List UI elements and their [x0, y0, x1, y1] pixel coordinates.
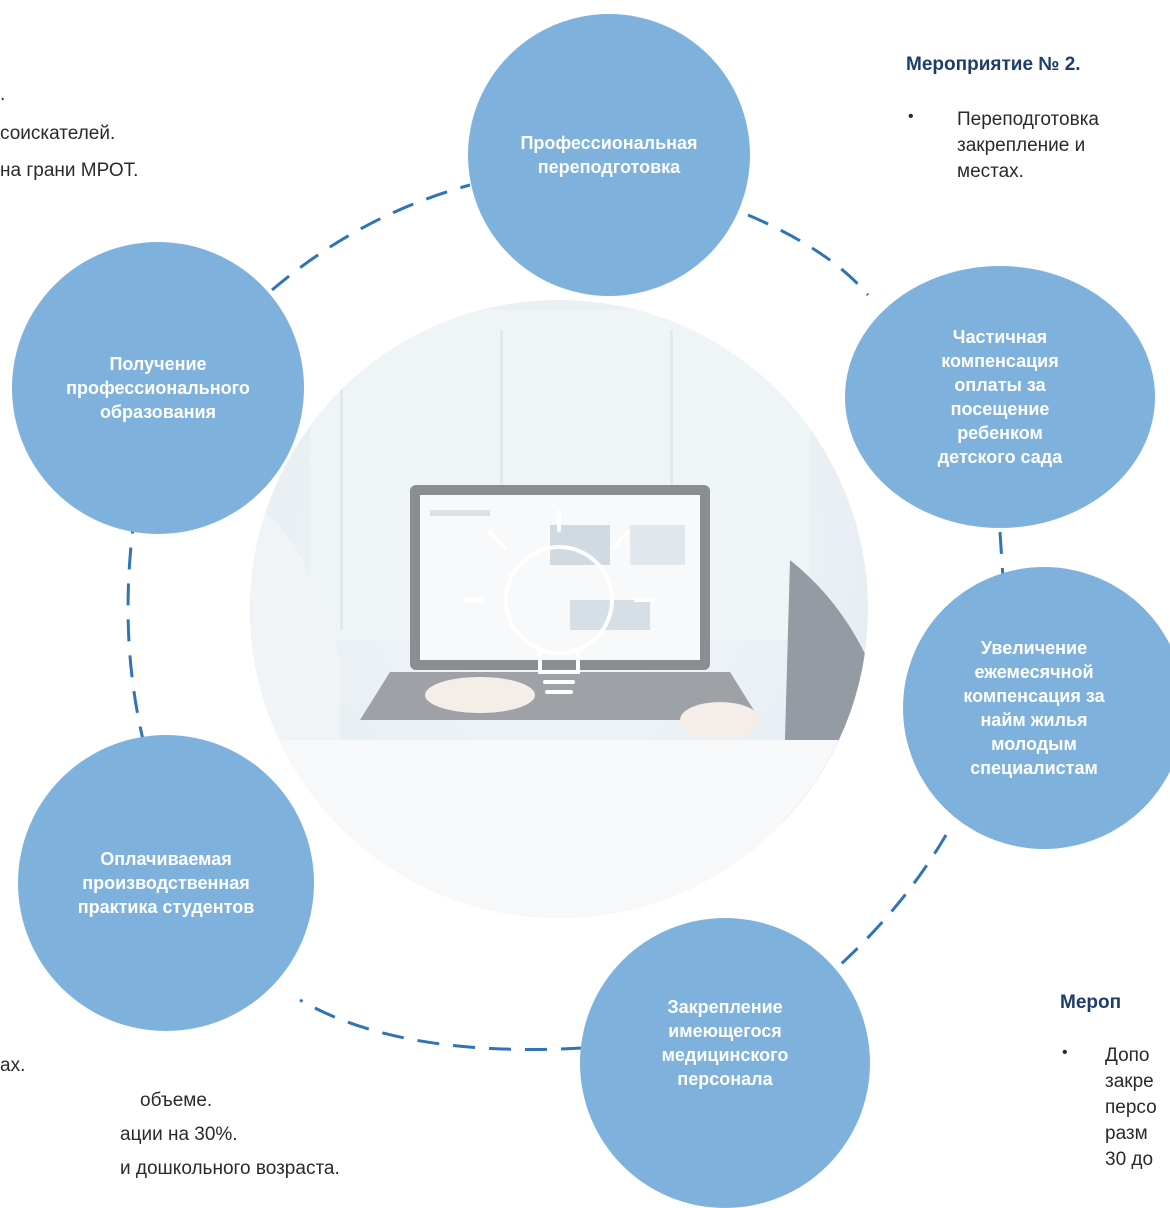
event-bottom-line-5: 30 до — [1105, 1149, 1154, 1170]
event-bottom-line-1: Допо — [1105, 1045, 1150, 1066]
node-staff-retention: Закрепление имеющегося медицинского перс… — [580, 918, 870, 1208]
node-paid-student-practice: Оплачиваемая производственная практика с… — [18, 735, 314, 1031]
event-bottom-line-2: закре — [1105, 1071, 1154, 1092]
node-professional-retraining-label: Профессиональная переподготовка — [520, 133, 698, 177]
center-photo — [250, 300, 868, 918]
event-bottom-line-3: персо — [1105, 1097, 1157, 1118]
node-housing-compensation-label: Увеличение ежемесячной компенсация за на… — [963, 638, 1105, 778]
node-professional-education-label: Получение профессионального образования — [66, 354, 250, 422]
node-staff-retention-label: Закрепление имеющегося медицинского перс… — [661, 997, 789, 1089]
left-bottom-line-1: ах. — [0, 1055, 26, 1076]
left-bottom-line-4: и дошкольного возраста. — [120, 1158, 340, 1179]
event-bottom-bullet: • — [1062, 1044, 1068, 1061]
event-2-line-1: Переподготовка — [957, 109, 1099, 130]
event-2-title: Мероприятие № 2. — [906, 54, 1081, 75]
node-paid-student-practice-label: Оплачиваемая производственная практика с… — [77, 849, 255, 917]
event-bottom-line-4: разм — [1105, 1123, 1148, 1144]
left-top-line-2: соискателей. — [0, 123, 116, 144]
node-professional-education: Получение профессионального образования — [12, 242, 304, 534]
event-2-line-2: закрепление и — [957, 135, 1086, 156]
left-top-line-3: на грани МРОТ. — [0, 160, 139, 181]
left-bottom-line-3: ации на 30%. — [120, 1124, 238, 1145]
node-housing-compensation: Увеличение ежемесячной компенсация за на… — [903, 567, 1170, 849]
event-2-bullet: • — [908, 108, 914, 125]
left-top-line-1: . — [0, 84, 6, 105]
node-kindergarten-compensation-label: Частичная компенсация оплаты за посещени… — [937, 327, 1063, 467]
left-bottom-line-2: объеме. — [140, 1090, 213, 1111]
center-illustration — [250, 300, 868, 918]
node-professional-retraining: Профессиональная переподготовка — [468, 14, 750, 296]
lightbulb-icon — [463, 510, 655, 694]
event-2-line-3: местах. — [957, 161, 1024, 182]
node-kindergarten-compensation: Частичная компенсация оплаты за посещени… — [845, 266, 1155, 528]
event-bottom-title: Мероп — [1060, 992, 1122, 1013]
